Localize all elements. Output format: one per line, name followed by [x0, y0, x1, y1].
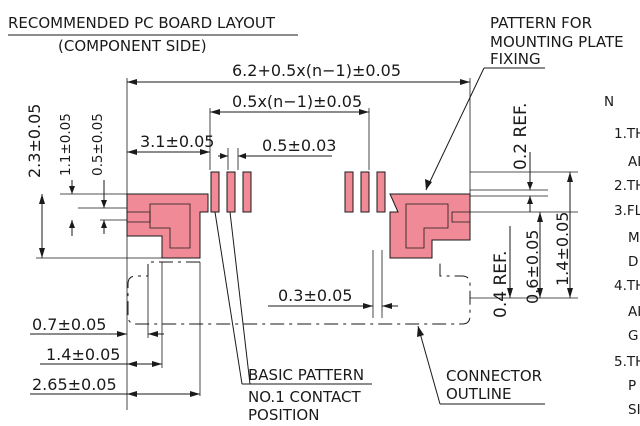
arrow-head	[359, 109, 369, 115]
arrow-head	[382, 303, 392, 309]
note-line: G	[628, 328, 638, 344]
contact-pad	[210, 171, 220, 213]
dim-height-2-3: 2.3±0.05	[25, 104, 44, 178]
drawing-title: RECOMMENDED PC BOARD LAYOUT	[8, 14, 276, 32]
pattern-label-line2: MOUNTING PLATE	[490, 33, 624, 51]
dim-0-7: 0.7±0.05	[32, 315, 106, 334]
arrow-head	[117, 331, 127, 337]
arrow-head	[127, 361, 137, 367]
connector-outline	[127, 261, 471, 325]
arrow-head	[567, 288, 573, 298]
note-line: 2.TH	[614, 178, 640, 194]
arrow-head	[127, 391, 137, 397]
dim-1-4-right: 1.4±0.05	[553, 212, 572, 286]
arrow-head	[507, 288, 513, 298]
arrow-head	[39, 194, 45, 204]
dim-height-0-5: 0.5±0.05	[90, 113, 106, 176]
arrow-head	[69, 220, 75, 228]
note-line: 5.TH	[614, 354, 640, 370]
arrow-head	[567, 172, 573, 182]
note-line: 3.FL	[614, 203, 640, 219]
dim-offset-3-1: 3.1±0.05	[140, 132, 214, 151]
dim-0-6: 0.6±0.05	[523, 230, 542, 304]
contact-pad	[360, 171, 370, 213]
arrow-head	[152, 361, 162, 367]
arrow-head	[127, 149, 137, 155]
connector-label-line1: CONNECTOR	[446, 367, 542, 385]
contact-pad	[376, 171, 386, 213]
dim-pitch-span: 0.5x(n−1)±0.05	[232, 92, 362, 111]
arrow-head	[238, 153, 246, 159]
arrow-head	[101, 200, 107, 208]
dim-ref-0-4: 0.4 REF.	[491, 251, 511, 318]
arrow-head	[460, 79, 470, 85]
arrow-head	[200, 149, 210, 155]
note-line: 1.TH	[614, 126, 640, 142]
pattern-label-line1: PATTERN FOR	[490, 14, 592, 32]
contact-pad	[242, 171, 252, 213]
note-line: SI	[628, 402, 640, 418]
arrow-head	[39, 248, 45, 258]
dim-1-4-left: 1.4±0.05	[46, 345, 120, 364]
arrow-head	[527, 182, 533, 190]
mounting-pattern-right-inner	[405, 203, 449, 249]
contact-leader-2	[229, 211, 251, 385]
arrow-head	[127, 79, 137, 85]
mounting-pattern-left-inner	[149, 203, 191, 249]
arrow-head	[527, 196, 533, 204]
arrow-head	[220, 153, 228, 159]
note-line: AI	[628, 304, 640, 320]
note-line: P	[628, 378, 636, 394]
pattern-leader	[425, 67, 485, 191]
notes-column: N 1.TH AI 2.TH 3.FL M D 4.TH AI G 5.TH P…	[604, 94, 640, 418]
connector-leader	[417, 325, 441, 405]
arrow-head	[190, 391, 200, 397]
contact-leader-1	[214, 211, 243, 385]
mounting-pattern-right-slot	[451, 211, 470, 223]
dim-2-65: 2.65±0.05	[32, 375, 117, 394]
connector-label-line2: OUTLINE	[446, 385, 511, 403]
contact-pad	[344, 171, 354, 213]
notes-heading: N	[604, 94, 614, 110]
arrow-head	[148, 331, 158, 337]
mounting-pattern-right	[389, 193, 471, 259]
dim-height-1-1: 1.1±0.05	[58, 113, 74, 176]
contact-pad	[226, 171, 236, 213]
basic-pattern-label: BASIC PATTERN	[248, 366, 364, 384]
pattern-leader-arrow	[425, 179, 432, 190]
dim-ref-0-2: 0.2 REF.	[511, 103, 531, 170]
contact-position-line1: NO.1 CONTACT	[248, 388, 361, 406]
arrow-head	[69, 186, 75, 194]
arrow-head	[537, 288, 543, 298]
arrow-head	[210, 109, 220, 115]
dim-gap-0-3: 0.3±0.05	[278, 286, 352, 305]
arrow-head	[363, 303, 373, 309]
connector-leader-arrow	[417, 326, 424, 337]
note-line: D	[628, 254, 638, 270]
mounting-pattern-left-slot	[127, 211, 151, 223]
arrow-head	[101, 220, 107, 228]
note-line: M	[628, 230, 640, 246]
pattern-label-line3: FIXING	[490, 50, 541, 68]
arrow-head	[537, 212, 543, 222]
drawing-subtitle: (COMPONENT SIDE)	[58, 37, 207, 55]
dim-pitch: 0.5±0.03	[262, 136, 336, 155]
note-line: AI	[628, 154, 640, 170]
dim-overall-width: 6.2+0.5x(n−1)±0.05	[232, 61, 401, 80]
mounting-pattern-left	[126, 193, 209, 259]
note-line: 4.TH	[614, 278, 640, 294]
contact-position-line2: POSITION	[248, 406, 319, 424]
